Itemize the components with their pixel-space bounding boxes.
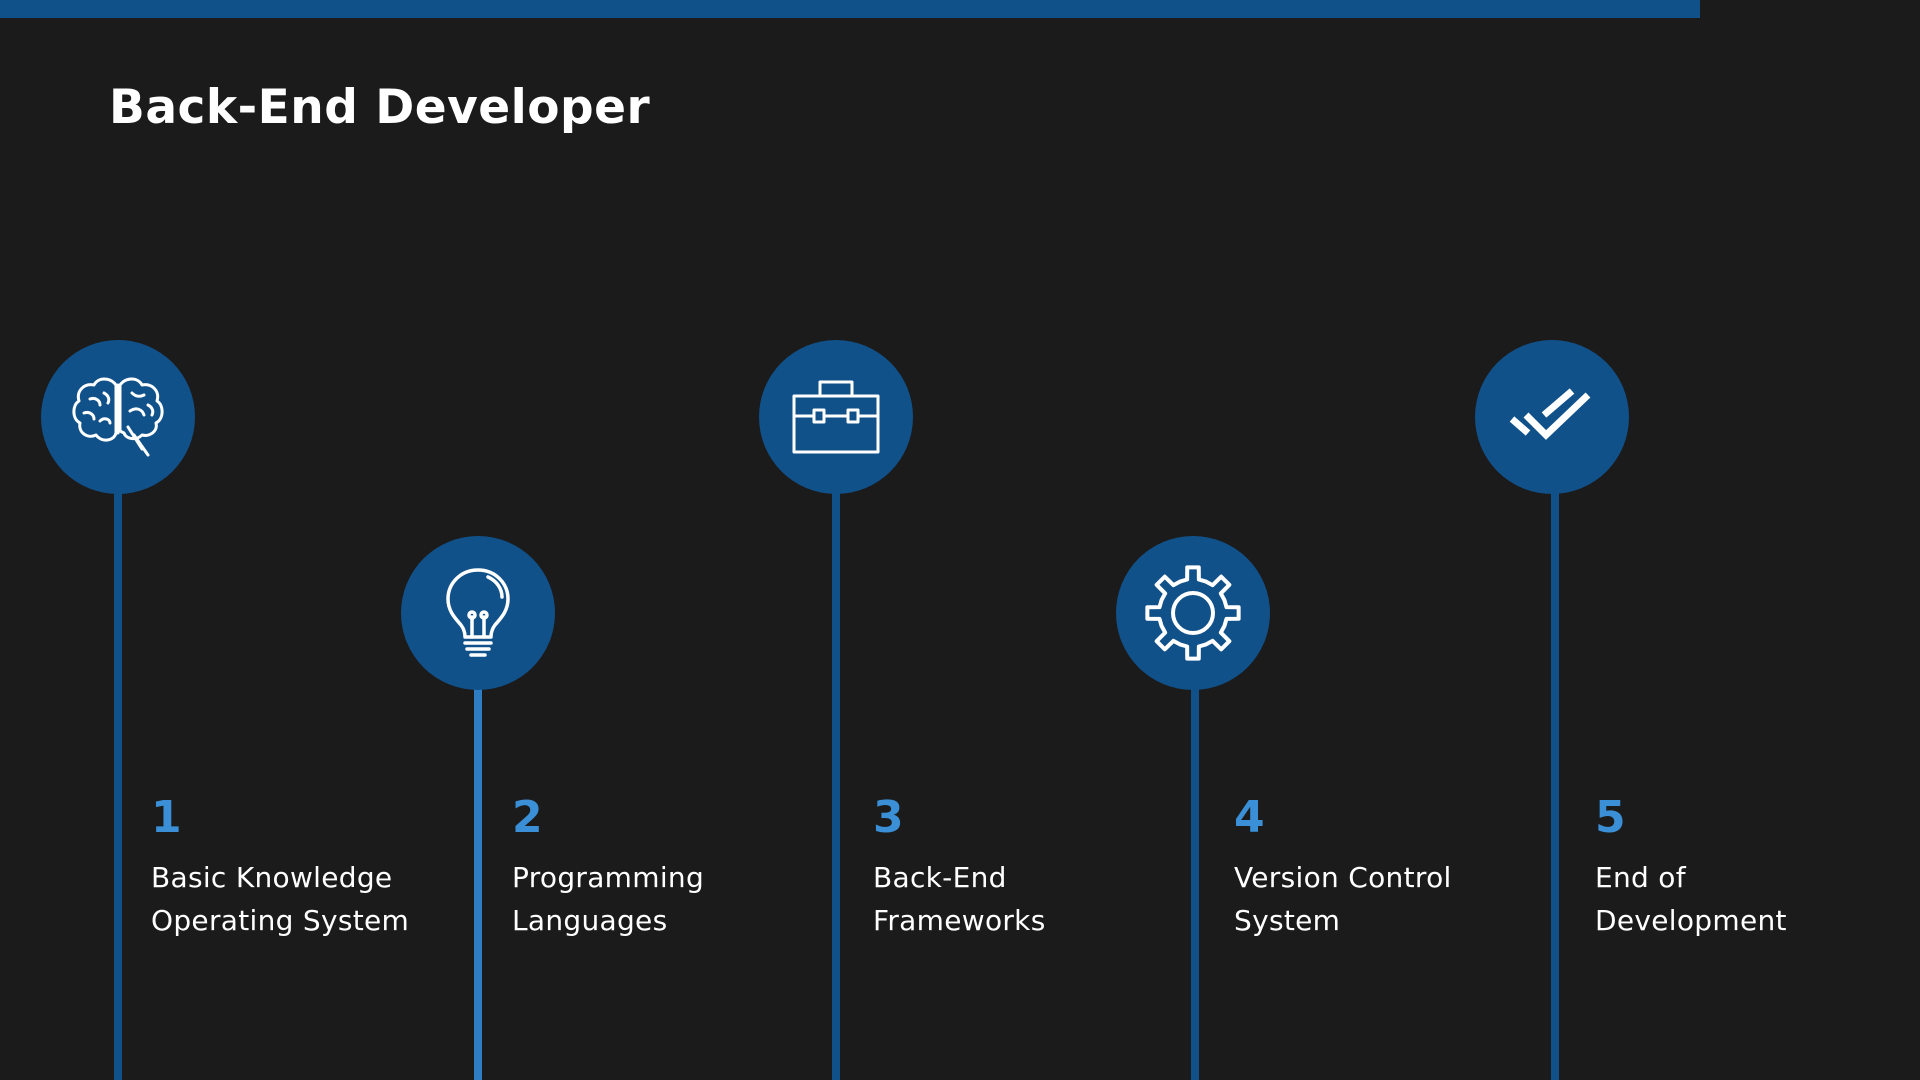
step-2-text: 2 Programming Languages (512, 796, 832, 942)
step-2-label-line2: Languages (512, 904, 668, 937)
top-accent-bar (0, 0, 1700, 18)
step-5-stem (1551, 490, 1559, 1080)
step-3-label-line1: Back-End (873, 861, 1007, 894)
double-check-icon (1508, 387, 1596, 447)
step-4-label-line1: Version Control (1234, 861, 1452, 894)
briefcase-icon (790, 378, 882, 456)
step-1-label: Basic Knowledge Operating System (151, 856, 471, 942)
step-3-label: Back-End Frameworks (873, 856, 1193, 942)
step-4-node (1116, 536, 1270, 690)
step-1-text: 1 Basic Knowledge Operating System (151, 796, 471, 942)
step-5-label: End of Development (1595, 856, 1915, 942)
step-1-label-line2: Operating System (151, 904, 410, 937)
step-1-number: 1 (151, 792, 182, 843)
step-5-label-line2: Development (1595, 904, 1787, 937)
step-3-node (759, 340, 913, 494)
step-4-label: Version Control System (1234, 856, 1554, 942)
lightbulb-icon (443, 565, 513, 661)
step-3-stem (832, 490, 840, 1080)
step-5-node (1475, 340, 1629, 494)
brain-icon (70, 375, 166, 459)
step-1-label-line1: Basic Knowledge (151, 861, 393, 894)
step-2-number: 2 (512, 792, 543, 843)
step-2-label: Programming Languages (512, 856, 832, 942)
step-5-label-line1: End of (1595, 861, 1686, 894)
step-1-node (41, 340, 195, 494)
step-5-text: 5 End of Development (1595, 796, 1915, 942)
step-1-stem (114, 490, 122, 1080)
slide-title: Back-End Developer (109, 80, 651, 135)
step-4-stem (1191, 680, 1199, 1080)
step-2-label-line1: Programming (512, 861, 705, 894)
step-2-node (401, 536, 555, 690)
step-2-stem (474, 680, 482, 1080)
step-4-label-line2: System (1234, 904, 1341, 937)
gear-icon (1141, 561, 1245, 665)
step-5-number: 5 (1595, 792, 1626, 843)
step-3-number: 3 (873, 792, 904, 843)
step-3-label-line2: Frameworks (873, 904, 1046, 937)
step-4-text: 4 Version Control System (1234, 796, 1554, 942)
step-3-text: 3 Back-End Frameworks (873, 796, 1193, 942)
step-4-number: 4 (1234, 792, 1265, 843)
